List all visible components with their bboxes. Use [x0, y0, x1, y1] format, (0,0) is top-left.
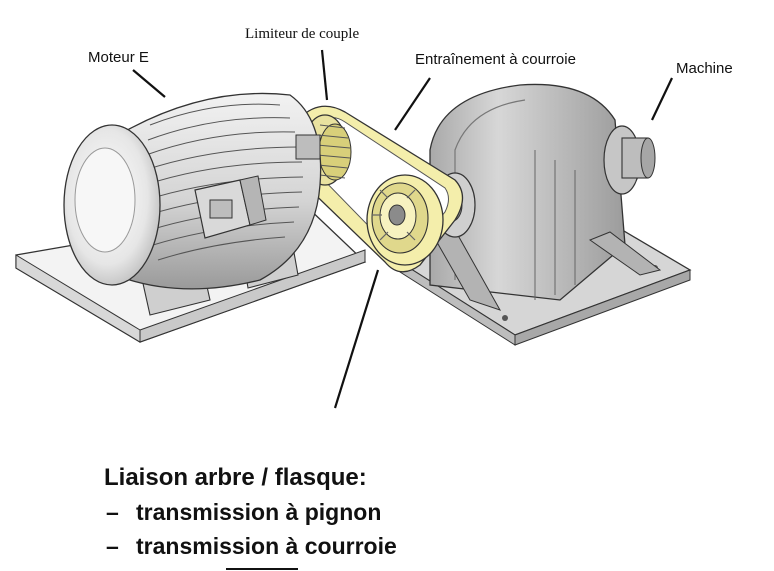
- label-belt-drive: Entraînement à courroie: [415, 51, 576, 68]
- caption-item-gear: –transmission à pignon: [104, 495, 397, 529]
- electric-motor: [63, 92, 322, 316]
- caption-item-belt: –transmission à courroie: [104, 529, 397, 563]
- label-torque-limiter: Limiteur de couple: [245, 26, 360, 42]
- label-motor: Moteur E: [88, 49, 149, 66]
- caption: Liaison arbre / flasque: –transmission à…: [104, 460, 397, 563]
- caption-item-text: transmission à pignon: [136, 499, 382, 525]
- label-machine: Machine: [676, 60, 733, 77]
- underline-mark: [226, 568, 298, 570]
- machine-housing: [429, 83, 662, 311]
- bullet-dash: –: [106, 533, 119, 559]
- machine-pulley: [366, 174, 444, 266]
- bullet-dash: –: [106, 499, 119, 525]
- caption-item-text: transmission à courroie: [136, 533, 397, 559]
- leader-lines: [132, 49, 673, 409]
- caption-title: Liaison arbre / flasque:: [104, 464, 367, 491]
